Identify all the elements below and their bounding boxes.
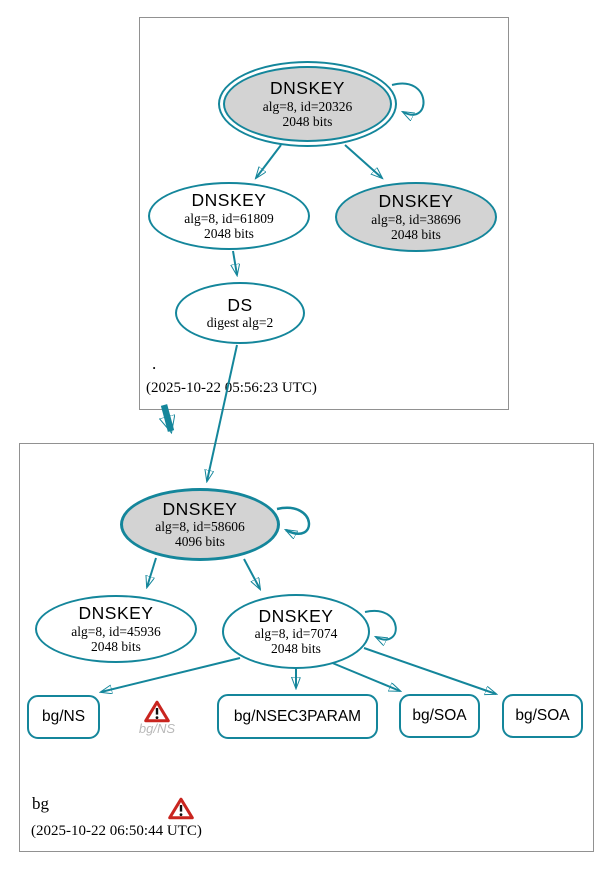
rrset-bg-soa-2[interactable]: bg/SOA [502,694,583,738]
dnskey-node-ksk-20326[interactable]: DNSKEY alg=8, id=20326 2048 bits [218,61,397,147]
zone-label-bg: bg [32,794,49,813]
warning-icon[interactable] [168,797,194,820]
warning-icon[interactable] [144,700,170,723]
zone-timestamp-bg: (2025-10-22 06:50:44 UTC) [31,823,202,839]
dnskey-node-7074[interactable]: DNSKEY alg=8, id=7074 2048 bits [222,594,370,669]
dnskey-node-38696[interactable]: DNSKEY alg=8, id=38696 2048 bits [335,182,497,252]
dnskey-node-ksk-58606[interactable]: DNSKEY alg=8, id=58606 4096 bits [120,488,280,561]
warning-rrset-label: bg/NS [138,721,176,736]
rrset-bg-nsec3param[interactable]: bg/NSEC3PARAM [217,694,378,739]
zone-box-root [139,17,509,410]
ds-node[interactable]: DS digest alg=2 [175,282,305,344]
rrset-bg-soa-1[interactable]: bg/SOA [399,694,480,738]
zone-label-root: . [152,354,157,373]
zone-box-bg [19,443,594,852]
dnskey-node-45936[interactable]: DNSKEY alg=8, id=45936 2048 bits [35,595,197,663]
zone-timestamp-root: (2025-10-22 05:56:23 UTC) [146,380,317,396]
dnskey-node-61809[interactable]: DNSKEY alg=8, id=61809 2048 bits [148,182,310,250]
rrset-bg-ns[interactable]: bg/NS [27,695,100,739]
